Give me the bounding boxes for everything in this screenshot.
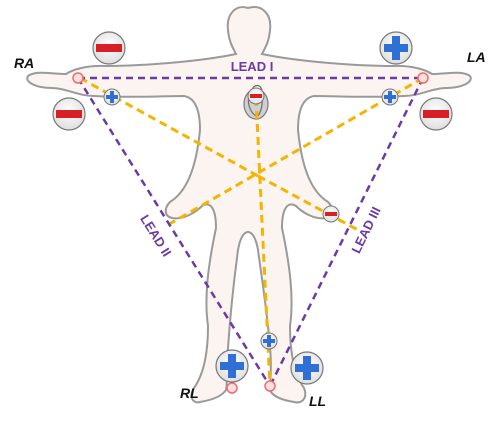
electrode-ll	[264, 380, 276, 392]
plus-icon	[290, 351, 324, 385]
electrode-rl	[226, 382, 238, 394]
axis-line-lead3	[165, 76, 424, 228]
electrode-ra	[72, 72, 84, 84]
electrode-label-rl: RL	[180, 385, 199, 401]
minus-icon	[322, 205, 340, 223]
plus-icon	[215, 349, 249, 383]
electrode-label-la: LA	[467, 49, 486, 65]
minus-icon	[52, 97, 86, 131]
plus-icon	[381, 88, 399, 106]
axis-line-lead1b	[257, 174, 359, 232]
lead1-label: LEAD I	[231, 59, 274, 74]
electrode-la	[417, 72, 429, 84]
lead2-line	[76, 77, 272, 387]
minus-icon	[419, 97, 453, 131]
plus-icon	[260, 332, 278, 350]
lead2-label: LEAD II	[137, 212, 174, 259]
lead3-label: LEAD III	[348, 204, 383, 255]
minus-icon	[247, 87, 265, 105]
plus-icon	[103, 88, 121, 106]
electrode-label-ll: LL	[309, 393, 326, 409]
minus-icon	[92, 31, 126, 65]
electrode-label-ra: RA	[14, 55, 34, 71]
plus-icon	[379, 31, 413, 65]
lead3-line	[268, 77, 425, 387]
